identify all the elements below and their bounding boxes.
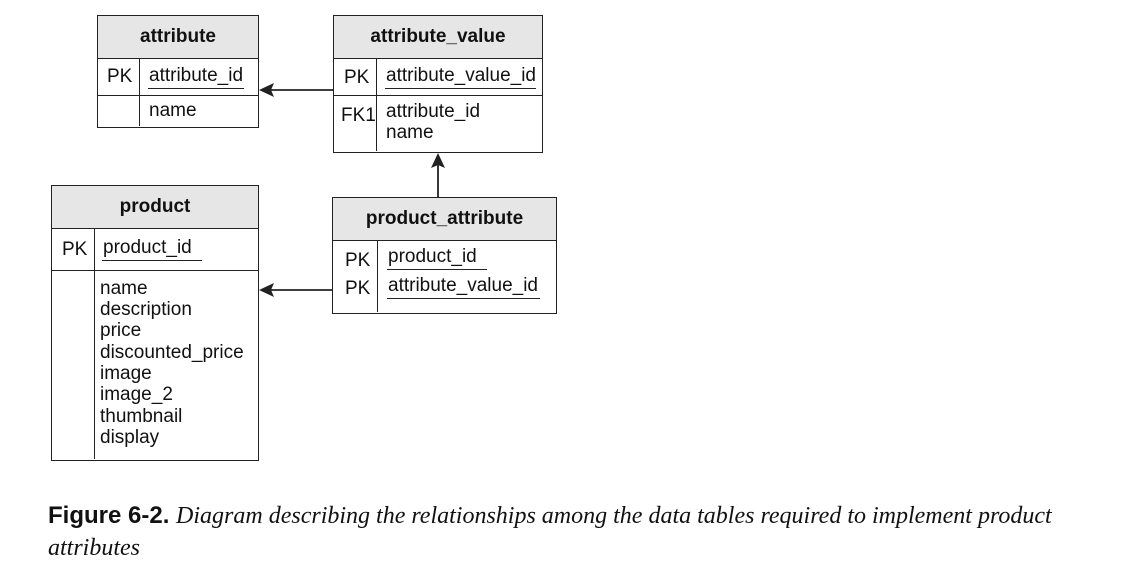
field-underline: [102, 260, 202, 261]
pk-label: PK: [345, 250, 371, 271]
entity-attribute-value-title: attribute_value: [334, 16, 542, 59]
entity-attribute-pk-section: PK attribute_id: [98, 59, 258, 96]
key-column: [52, 271, 95, 459]
field-price: price: [100, 320, 142, 341]
fk-label: FK1: [341, 105, 376, 126]
field-attribute-value-id: attribute_value_id: [386, 65, 536, 86]
entity-product-attribute: product_attribute PK PK product_id attri…: [332, 197, 557, 314]
figure-caption: Figure 6-2. Diagram describing the relat…: [48, 500, 1108, 564]
field-name: name: [386, 122, 434, 143]
figure-caption-text: Diagram describing the relationships amo…: [48, 503, 1052, 561]
entity-product-title: product: [52, 186, 258, 229]
field-underline: [387, 298, 540, 299]
key-column: [98, 59, 140, 95]
pk-label: PK: [62, 239, 88, 260]
entity-product-attribute-title: product_attribute: [333, 198, 556, 241]
entity-product-pk-section: PK product_id: [52, 229, 258, 271]
field-attribute-id: attribute_id: [149, 65, 244, 86]
entity-attribute-value: attribute_value PK attribute_value_id FK…: [333, 15, 543, 153]
field-underline: [385, 88, 536, 89]
relationship-attribute-value-to-attribute: [259, 83, 333, 97]
pk-label: PK: [107, 66, 133, 87]
entity-attribute-title: attribute: [98, 16, 258, 59]
relationship-product-attribute-to-product: [259, 283, 332, 297]
field-discounted-price: discounted_price: [100, 342, 244, 363]
entity-attribute: attribute PK attribute_id name: [97, 15, 259, 128]
field-description: description: [100, 299, 192, 320]
entity-attribute-fields-section: name: [98, 96, 258, 126]
field-underline: [148, 88, 244, 89]
field-attribute-id: attribute_id: [386, 101, 481, 122]
relationship-product-attribute-to-attribute-value: [431, 153, 445, 197]
entity-product: product PK product_id name description p…: [51, 185, 259, 461]
key-column: [334, 59, 377, 95]
field-name: name: [149, 100, 197, 121]
key-column: [333, 241, 378, 312]
entity-product-fields-section: name description price discounted_price …: [52, 271, 258, 459]
field-product-id: product_id: [103, 237, 192, 258]
field-thumbnail: thumbnail: [100, 406, 183, 427]
field-product-id: product_id: [388, 246, 477, 267]
key-column: [98, 96, 140, 126]
field-display: display: [100, 427, 160, 448]
entity-attribute-value-fields-section: FK1 attribute_id name: [334, 96, 542, 151]
figure-label: Figure 6-2.: [48, 502, 170, 529]
entity-attribute-value-pk-section: PK attribute_value_id: [334, 59, 542, 96]
field-underline: [387, 269, 487, 270]
field-name: name: [100, 278, 148, 299]
pk-label: PK: [345, 278, 371, 299]
pk-label: PK: [344, 67, 370, 88]
field-image: image: [100, 363, 152, 384]
field-attribute-value-id: attribute_value_id: [388, 275, 538, 296]
field-image-2: image_2: [100, 384, 173, 405]
key-column: [334, 96, 377, 151]
entity-product-attribute-pk-section: PK PK product_id attribute_value_id: [333, 241, 556, 312]
key-column: [52, 229, 95, 270]
